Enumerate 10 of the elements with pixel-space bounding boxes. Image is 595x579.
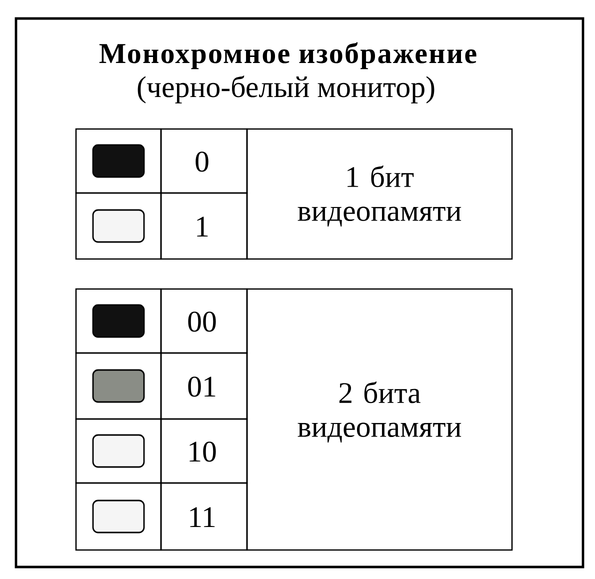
title: Монохромное изображение	[99, 42, 476, 70]
table-cell: 01	[160, 352, 248, 420]
table-cell: 1 бит видеопамяти	[246, 128, 513, 260]
table-cell: 1	[160, 192, 248, 260]
table-cell: 2 бита видеопамяти	[246, 288, 513, 551]
table-cell: 0	[160, 128, 248, 194]
table-cell: 10	[160, 418, 248, 484]
table-cell: 11	[160, 482, 248, 551]
table-cell: 00	[160, 288, 248, 354]
subtitle: (черно-белый монитор)	[138, 76, 434, 104]
